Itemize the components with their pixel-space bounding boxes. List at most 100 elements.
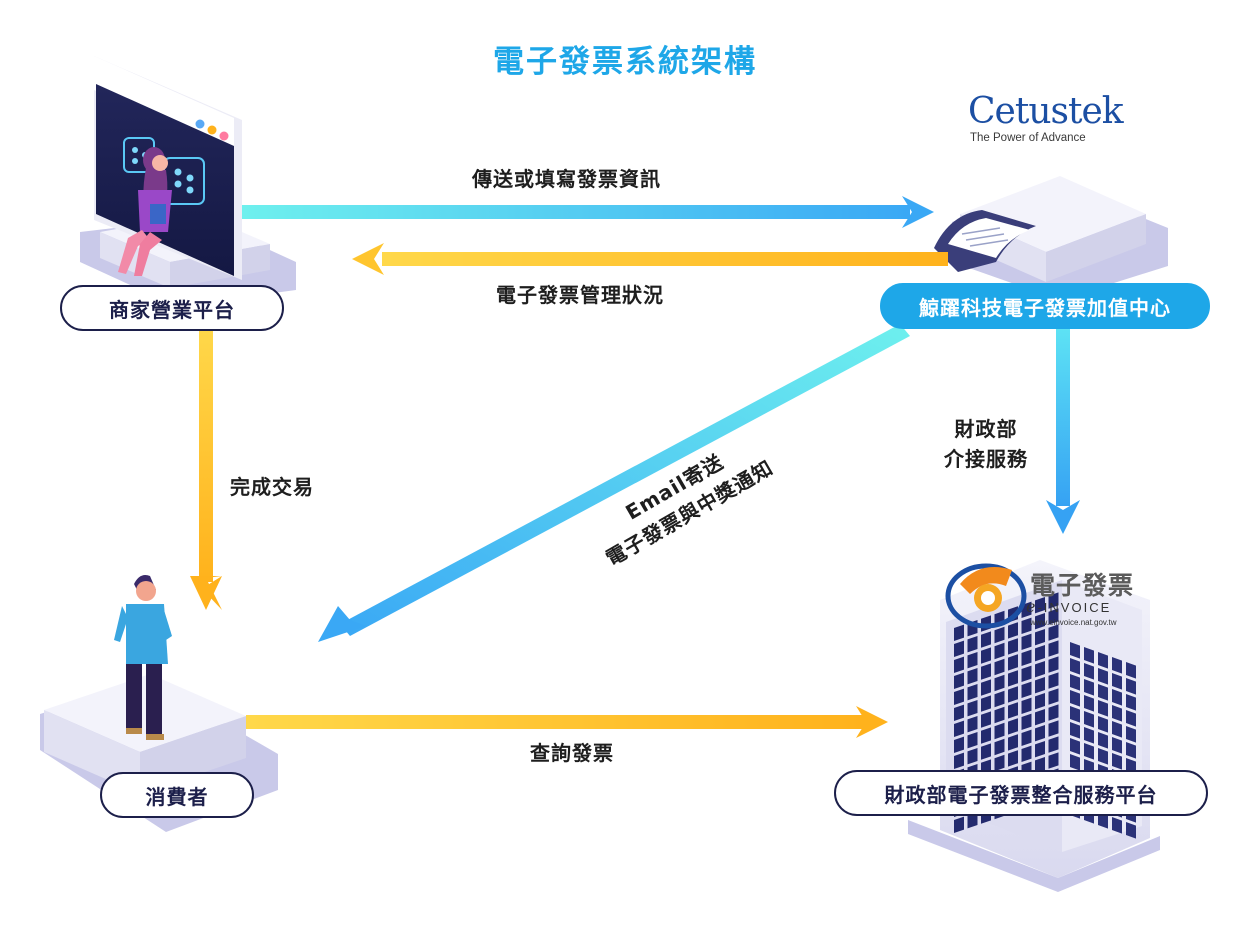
einvoice-logo: 電子發票 e-INVOICE www.einvoice.nat.gov.tw <box>944 564 1144 634</box>
node-merchant[interactable]: 商家營業平台 <box>60 285 284 331</box>
arrow-complete-transaction <box>190 326 222 610</box>
building-window <box>1070 706 1080 723</box>
building-window <box>1048 624 1059 641</box>
building-window <box>1084 711 1094 728</box>
flow-label-mof-line2: 介接服務 <box>944 447 1028 471</box>
building-window <box>1021 713 1032 730</box>
building-window <box>1098 716 1108 733</box>
building-window <box>1048 608 1059 625</box>
flow-label-send-invoice: 傳送或填寫發票資訊 <box>472 167 661 191</box>
cetustek-logo: Cetustek The Power of Advance <box>968 91 1124 148</box>
building-window <box>1035 629 1045 646</box>
building-window <box>1035 741 1045 758</box>
building-window <box>1098 748 1108 765</box>
building-window <box>1070 690 1080 707</box>
cetustek-logo-tagline: The Power of Advance <box>970 132 1086 144</box>
building-window <box>1126 678 1136 695</box>
building-window <box>1084 647 1094 664</box>
building-window <box>1008 622 1018 639</box>
building-window <box>1084 663 1094 680</box>
flow-label-mof-line1: 財政部 <box>954 417 1018 441</box>
building-window <box>954 688 964 705</box>
building-window <box>967 748 978 765</box>
building-window <box>1048 752 1059 769</box>
building-window <box>1008 718 1018 735</box>
page-title: 電子發票系統架構 <box>493 44 757 80</box>
building-window <box>1035 677 1045 694</box>
building-window <box>1035 709 1045 726</box>
building-window <box>1035 693 1045 710</box>
cetustek-logo-name: Cetustek <box>968 91 1124 132</box>
building-window <box>1048 704 1059 721</box>
building-window <box>1070 674 1080 691</box>
building-window <box>1035 725 1045 742</box>
window-dot-icon <box>195 119 205 129</box>
arrow-management-status <box>352 243 948 275</box>
building-window <box>1048 736 1059 753</box>
building-window <box>1008 638 1018 655</box>
building-window <box>994 690 1005 708</box>
value-center-pedestal <box>934 176 1168 300</box>
building-window <box>967 700 978 717</box>
building-window <box>967 668 978 685</box>
building-window <box>1008 670 1018 687</box>
building-window <box>1084 695 1094 712</box>
einvoice-emblem-icon <box>945 563 1027 629</box>
building-window <box>1070 754 1080 771</box>
building-window <box>1035 613 1045 630</box>
building-window <box>981 647 991 664</box>
building-window <box>954 672 964 689</box>
building-window <box>1048 720 1059 737</box>
arrow-query-invoice <box>246 706 888 738</box>
building-window <box>954 736 964 753</box>
building-window <box>994 722 1005 740</box>
building-window <box>994 706 1005 724</box>
window-dot-icon <box>219 131 229 141</box>
building-window <box>1008 750 1018 767</box>
building-window <box>1084 679 1094 696</box>
building-window <box>981 743 991 760</box>
building-window <box>1098 812 1108 829</box>
building-window <box>1035 757 1045 774</box>
building-window <box>1112 737 1122 754</box>
building-window <box>981 663 991 680</box>
building-window <box>1008 654 1018 671</box>
building-window <box>967 732 978 749</box>
building-window <box>1098 732 1108 749</box>
einvoice-logo-url: www.einvoice.nat.gov.tw <box>1030 618 1117 627</box>
building-window <box>1098 700 1108 717</box>
building-window <box>1048 688 1059 705</box>
building-window <box>1048 672 1059 689</box>
building-window <box>981 679 991 696</box>
building-window <box>1021 729 1032 746</box>
building-window <box>1048 656 1059 673</box>
building-window <box>994 642 1005 660</box>
invoice-printer-icon <box>934 210 1036 272</box>
building-window <box>967 652 978 669</box>
building-window <box>967 636 978 653</box>
building-window <box>1008 686 1018 703</box>
building-window <box>1126 822 1136 839</box>
building-window <box>1048 592 1059 609</box>
building-window <box>1126 694 1136 711</box>
building-window <box>967 812 978 829</box>
building-window <box>1021 633 1032 650</box>
building-window <box>1021 681 1032 698</box>
building-window <box>994 626 1005 644</box>
flow-label-management-status: 電子發票管理狀況 <box>496 283 664 307</box>
building-window <box>1035 645 1045 662</box>
node-value-center[interactable]: 鯨躍科技電子發票加值中心 <box>880 283 1210 329</box>
arrow-mof-interface <box>1046 324 1080 534</box>
window-dot-icon <box>207 125 217 135</box>
node-consumer[interactable]: 消費者 <box>100 772 254 818</box>
flow-label-mof-interface: 財政部 介接服務 <box>930 414 1042 474</box>
building-window <box>1126 662 1136 679</box>
building-window <box>1021 649 1032 666</box>
building-window <box>981 631 991 648</box>
building-window <box>981 727 991 744</box>
node-platform[interactable]: 財政部電子發票整合服務平台 <box>834 770 1208 816</box>
building-window <box>1021 617 1032 634</box>
building-window <box>967 684 978 701</box>
building-window <box>1126 710 1136 727</box>
building-window <box>954 624 964 641</box>
